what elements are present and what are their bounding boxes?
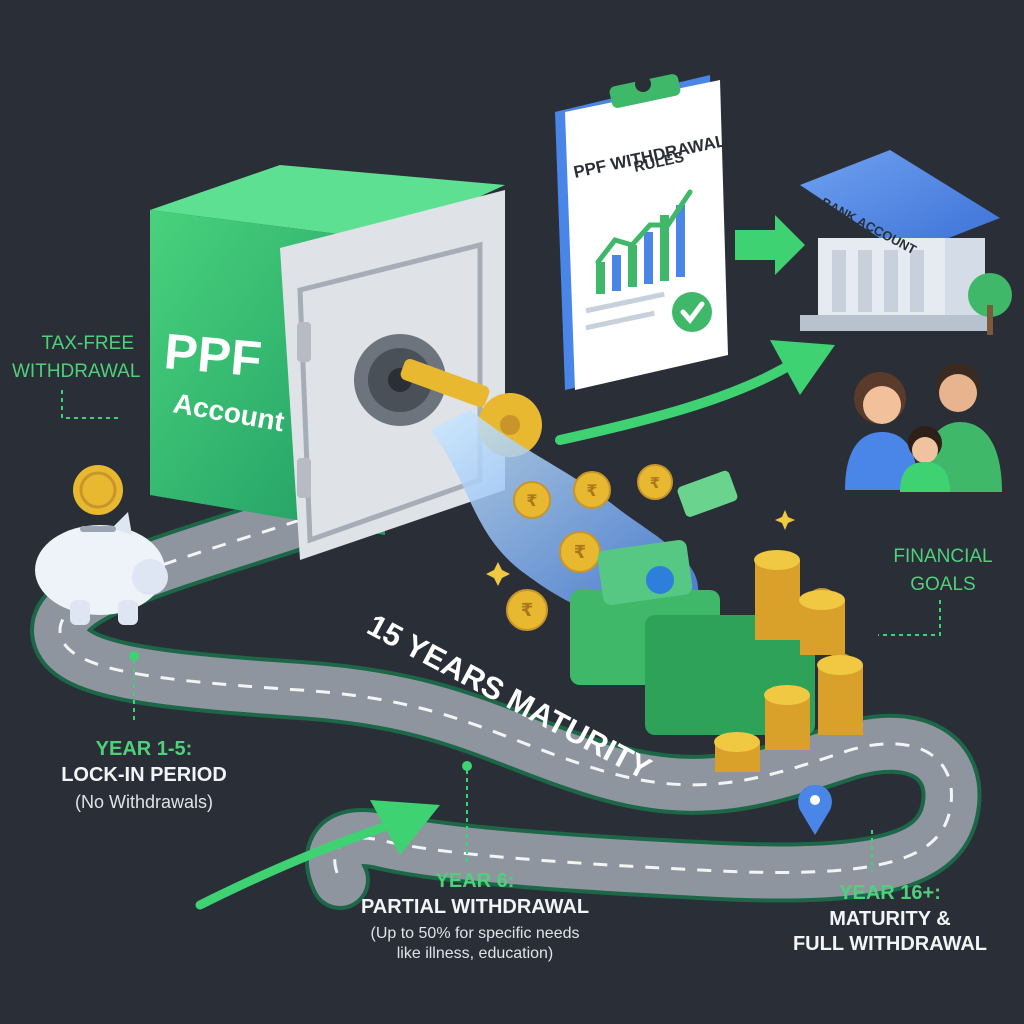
stage2-title: PARTIAL WITHDRAWAL <box>360 896 590 918</box>
rupee-coin-icon <box>506 589 548 631</box>
rupee-coin-icon <box>573 471 611 509</box>
road <box>29 490 982 910</box>
stage3-year: YEAR 16+: <box>839 882 941 904</box>
stage1-note: (No Withdrawals) <box>74 792 214 812</box>
rupee-symbol: ₹ <box>574 542 587 563</box>
stage1-year: YEAR 1-5: <box>95 738 193 760</box>
tax-free-label: TAX-FREE WITHDRAWAL <box>12 330 141 386</box>
stage2-note-line2: like illness, education) <box>396 945 554 962</box>
sparkle-icon <box>486 510 795 586</box>
piggy-bank-icon <box>35 465 168 625</box>
arrow-to-bank-icon <box>735 215 805 275</box>
rupee-symbol: ₹ <box>586 481 597 500</box>
stage2-note-line1: (Up to 50% for specific needs <box>370 925 580 942</box>
rules-clipboard <box>555 74 728 390</box>
arrowhead-icon <box>770 340 835 395</box>
coin-stacks <box>714 550 863 772</box>
leader-lines <box>61 390 941 872</box>
bank-building-icon <box>800 150 1012 335</box>
progress-arrow-icon <box>195 820 395 910</box>
financial-goals-label: FINANCIAL GOALS <box>878 543 1008 599</box>
rupee-symbol: ₹ <box>526 491 537 510</box>
rupee-coin-icon <box>559 531 601 573</box>
financial-goals-line1: FINANCIAL <box>893 546 993 567</box>
rupee-symbol: ₹ <box>521 600 534 621</box>
rupee-symbol: ₹ <box>650 474 660 492</box>
rupee-coin-icon <box>513 481 551 519</box>
stage2-year: YEAR 6: <box>435 870 515 892</box>
stage-year-1-5: YEAR 1-5: LOCK-IN PERIOD (No Withdrawals… <box>34 738 254 813</box>
rupee-coin-icon <box>637 464 673 500</box>
stage1-title: LOCK-IN PERIOD <box>61 764 227 786</box>
tax-free-line2: WITHDRAWAL <box>12 361 141 382</box>
arrowhead-icon <box>370 800 440 855</box>
bar-chart-icon <box>595 189 693 294</box>
arrow-to-family-icon <box>555 360 795 445</box>
stage-year-16: YEAR 16+: MATURITY & FULL WITHDRAWAL <box>770 882 1010 956</box>
financial-goals-line2: GOALS <box>910 574 976 595</box>
road-markers <box>129 651 832 835</box>
tax-free-line1: TAX-FREE <box>41 333 134 354</box>
stage3-title-line1: MATURITY & <box>829 908 951 930</box>
stage-year-6: YEAR 6: PARTIAL WITHDRAWAL (Up to 50% fo… <box>310 870 640 963</box>
family-icon <box>845 363 1002 492</box>
stage3-title-line2: FULL WITHDRAWAL <box>792 933 988 955</box>
checkmark-icon <box>672 292 712 332</box>
ppf-vault <box>150 165 505 560</box>
vault-title: PPF <box>162 323 264 387</box>
